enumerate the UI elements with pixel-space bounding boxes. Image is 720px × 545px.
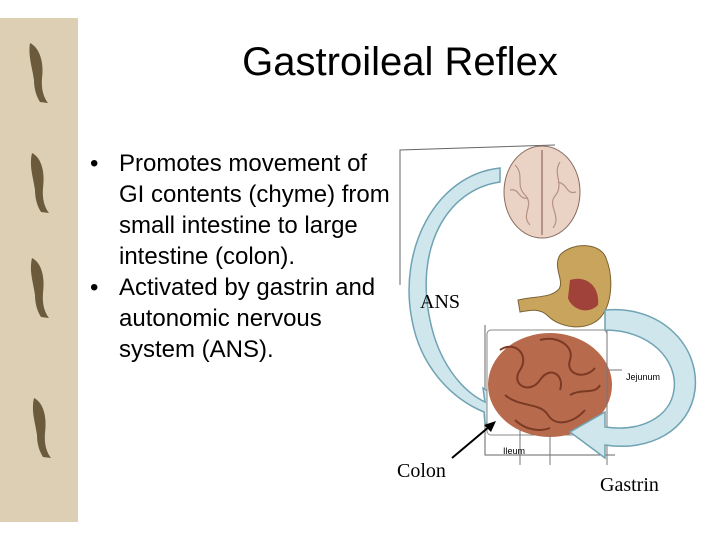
bullet-text: Promotes movement of GI contents (chyme)… [119,150,390,270]
bullet-list: • Promotes movement of GI contents (chym… [90,148,390,365]
ans-label: ANS [420,291,460,313]
decorative-fish-border [0,18,78,522]
fish-icon [32,398,51,458]
fish-icon [30,258,49,318]
bullet-item: • Promotes movement of GI contents (chym… [90,148,390,272]
fish-icon [30,153,49,213]
ans-pathway-arrow [408,167,517,426]
gastrin-label: Gastrin [600,474,659,496]
figure-outline [399,144,556,285]
bullet-marker: • [90,274,99,301]
bullet-item: • Activated by gastrin and autonomic ner… [90,272,390,365]
brain-illustration [503,145,581,239]
fish-icon [29,43,48,103]
colon-pointer-arrow [451,421,496,459]
intestine-illustration [486,329,622,465]
bullet-text: Activated by gastrin and autonomic nervo… [119,274,376,363]
jejunum-label: Jejunum [626,372,660,382]
colon-label: Colon [397,460,446,482]
gastrin-pathway-arrow [568,308,697,460]
reflex-figure: Jejunum Ileum ANS Colon Gastrin [390,140,720,540]
slide-title: Gastroileal Reflex [242,40,558,84]
ileum-label: Ileum [503,446,525,456]
figure-outline [484,325,615,456]
stomach-illustration [517,245,612,328]
bullet-marker: • [90,150,99,177]
